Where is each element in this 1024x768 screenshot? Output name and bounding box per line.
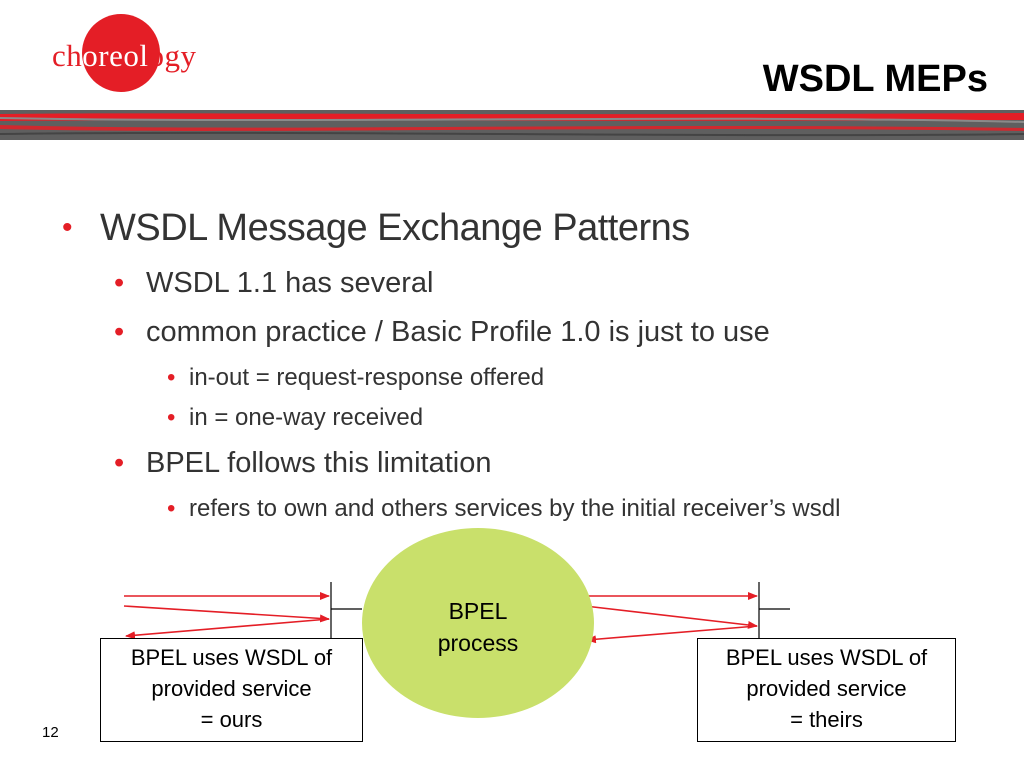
right-request-arrow-2: [584, 605, 758, 629]
bullet-text: BPEL follows this limitation: [146, 447, 492, 479]
bullet-level2-5: • BPEL follows this limitation: [114, 447, 492, 480]
slide-title: WSDL MEPs: [762, 58, 988, 100]
logo-text: choreology: [52, 38, 197, 73]
logo-circle: [82, 14, 160, 92]
bullet-text: WSDL Message Exchange Patterns: [100, 207, 690, 249]
bullet-text: refers to own and others services by the…: [189, 495, 841, 522]
left-response-arrow: [125, 618, 330, 640]
left-box-line2: provided service: [151, 676, 312, 701]
bullet-dot: •: [114, 316, 125, 348]
bpel-process-ellipse: [362, 528, 594, 718]
bullet-level2-2: • common practice / Basic Profile 1.0 is…: [114, 316, 770, 349]
right-response-arrow: [586, 625, 758, 644]
bullet-text: WSDL 1.1 has several: [146, 267, 434, 299]
page-number: 12: [42, 724, 59, 741]
bullet-text: common practice / Basic Profile 1.0 is j…: [146, 316, 770, 348]
right-box-line3: = theirs: [790, 707, 863, 732]
bullet-dot: •: [114, 267, 125, 299]
left-box-line3: = ours: [200, 707, 263, 732]
bullet-level1-0: • WSDL Message Exchange Patterns: [62, 207, 690, 250]
bpel-process-label: BPEL process: [362, 595, 594, 659]
choreology-logo: choreology: [52, 10, 202, 100]
bullet-level3-4: • in = one-way received: [167, 404, 424, 432]
bullet-dot: •: [167, 364, 176, 391]
bullet-level3-6: • refers to own and others services by t…: [167, 495, 841, 523]
process-line2: process: [437, 630, 519, 656]
header-band: [0, 110, 1024, 140]
process-line1: BPEL: [448, 598, 508, 624]
bullet-dot: •: [167, 404, 176, 431]
bullet-level2-1: • WSDL 1.1 has several: [114, 267, 434, 300]
right-box-line2: provided service: [746, 676, 907, 701]
left-wsdl-box: BPEL uses WSDL of provided service = our…: [100, 638, 363, 742]
bullet-level3-3: • in-out = request-response offered: [167, 364, 545, 392]
bullet-dot: •: [114, 447, 125, 479]
bullet-dot: •: [167, 495, 176, 522]
bullet-text: in-out = request-response offered: [189, 364, 545, 391]
left-request-arrow-2: [123, 605, 330, 623]
left-box-line1: BPEL uses WSDL of: [130, 645, 333, 670]
bullet-text: in = one-way received: [189, 404, 424, 431]
bullet-dot: •: [62, 211, 73, 244]
right-box-line1: BPEL uses WSDL of: [725, 645, 928, 670]
right-wsdl-box: BPEL uses WSDL of provided service = the…: [697, 638, 956, 742]
